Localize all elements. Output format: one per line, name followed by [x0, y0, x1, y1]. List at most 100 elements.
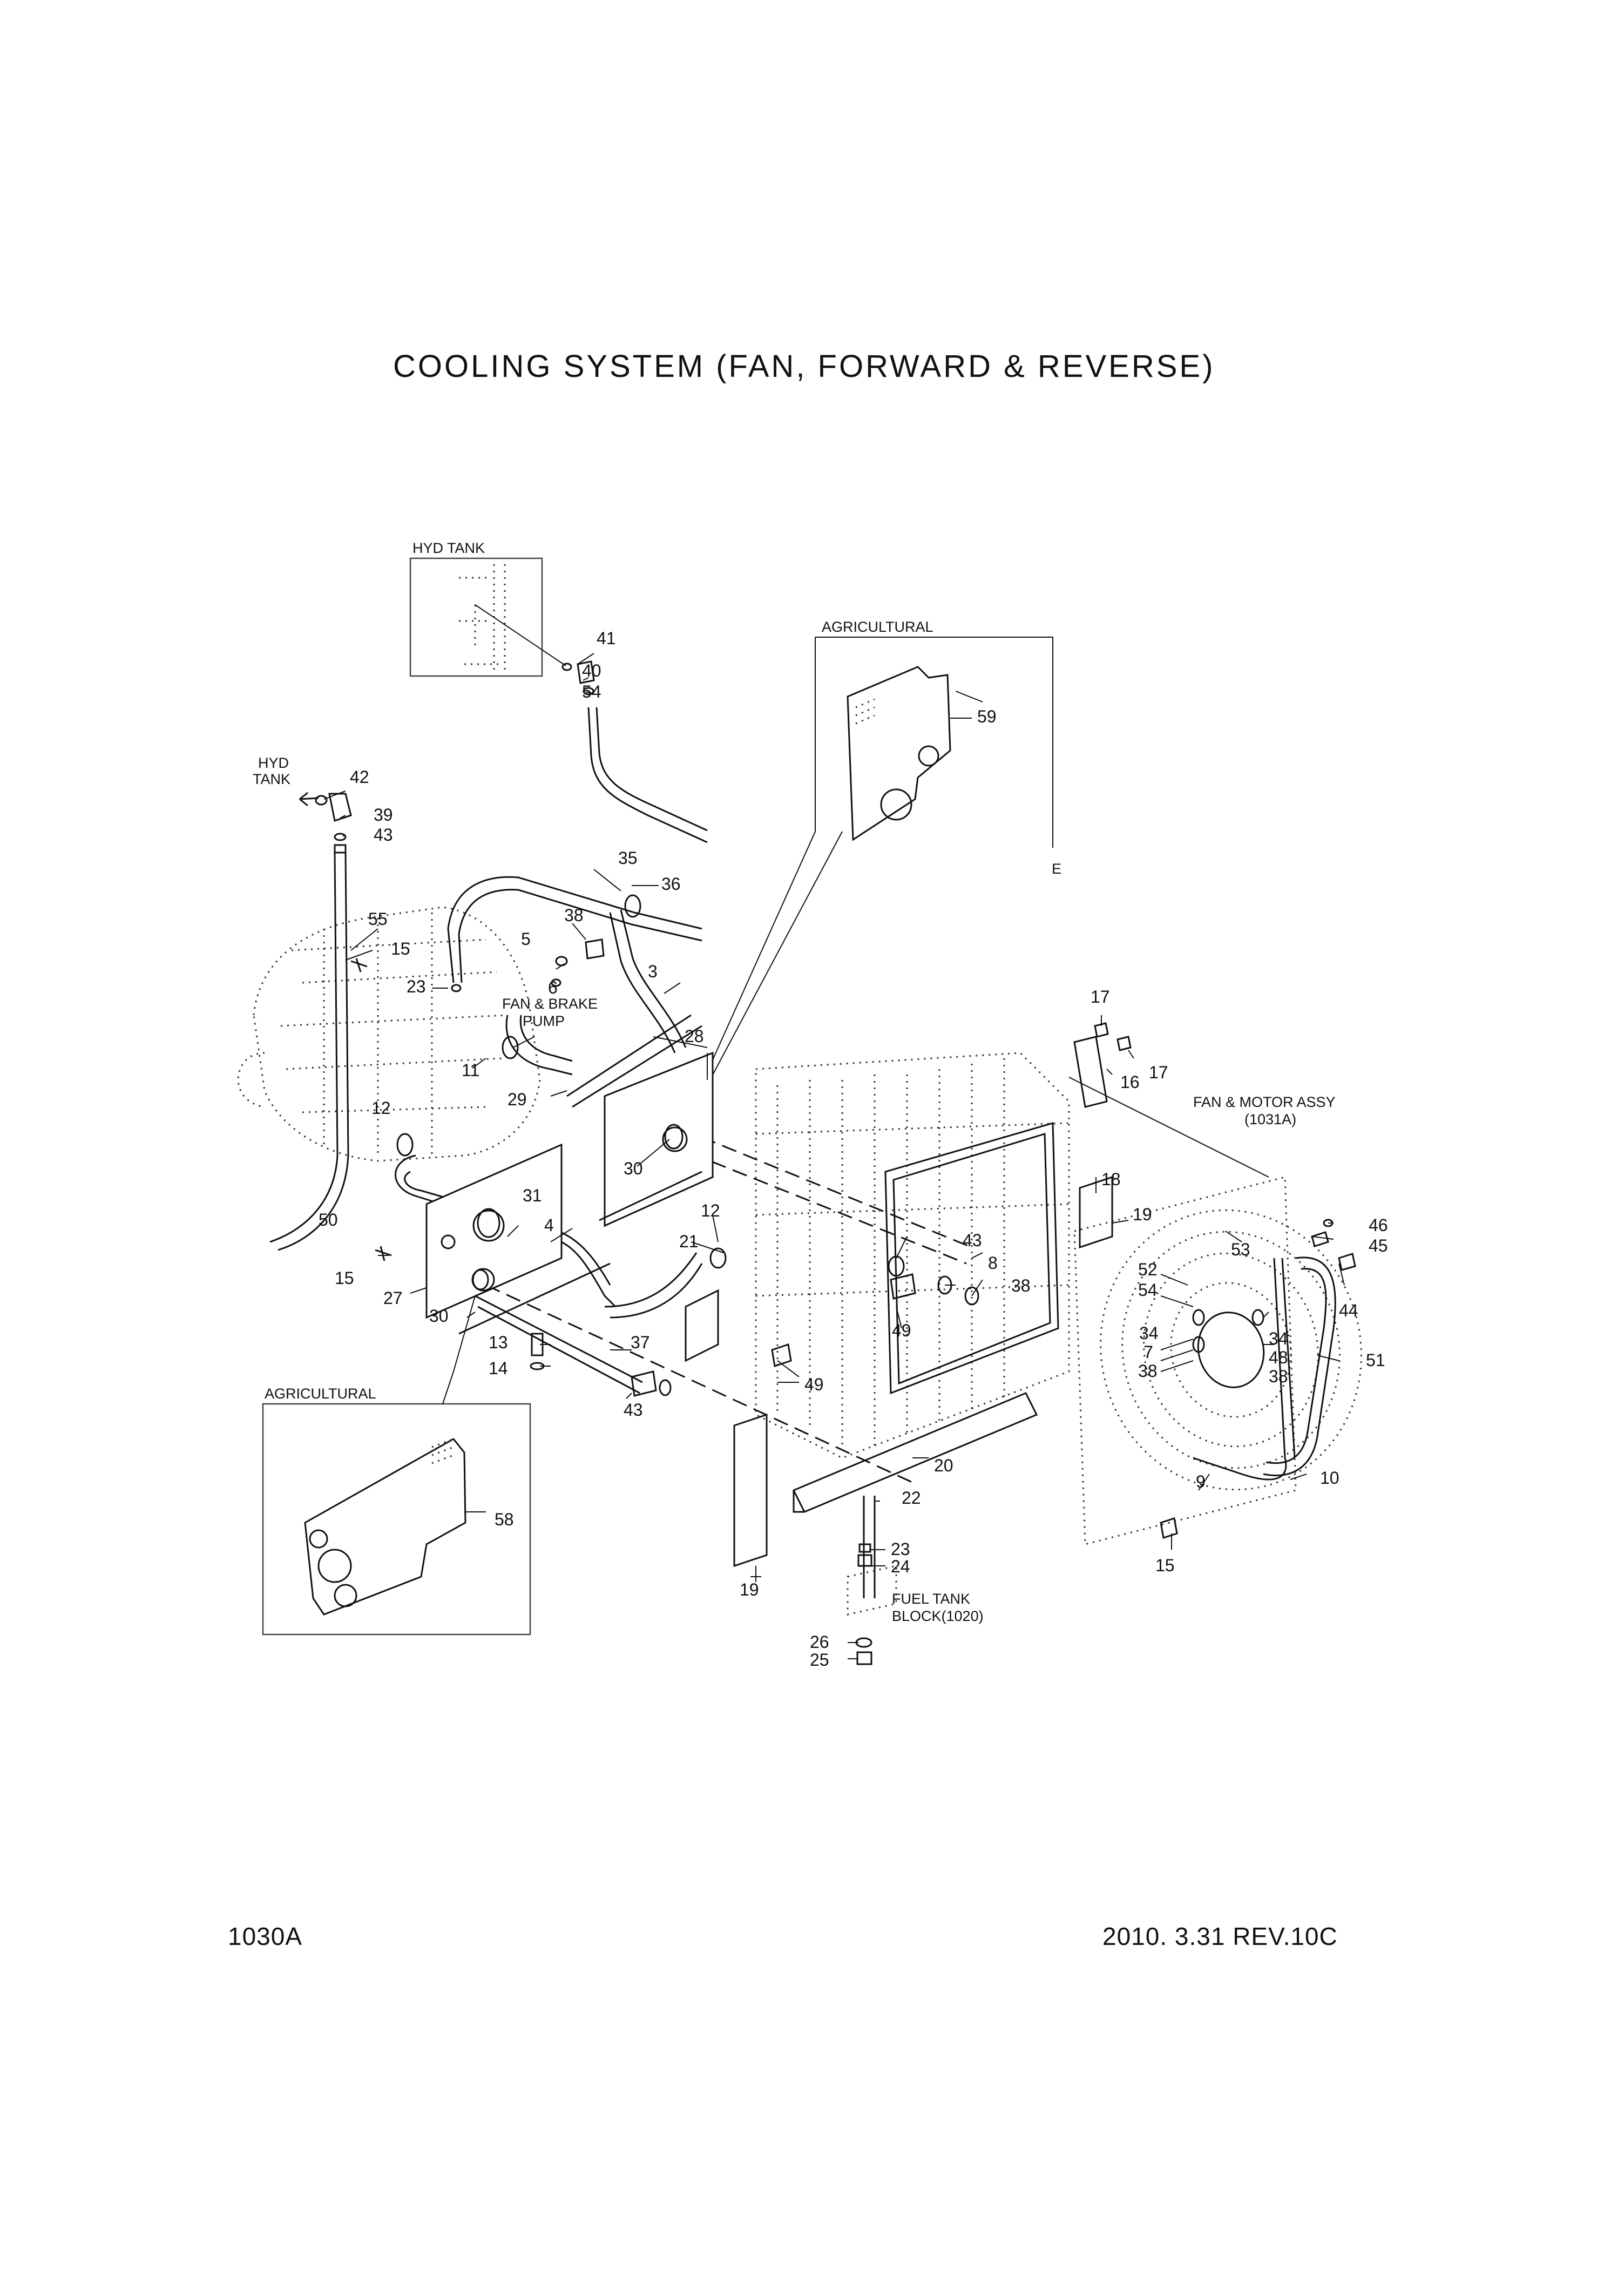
callout-37: 37	[631, 1333, 650, 1352]
hose-from-tank	[587, 707, 708, 843]
callout-49-b: 49	[804, 1375, 824, 1394]
fan-motor-label-line1: FAN & MOTOR ASSY	[1193, 1094, 1336, 1110]
callout-59: 59	[977, 707, 997, 726]
fuel-tank-block	[847, 1543, 897, 1665]
hose-3	[609, 909, 687, 1053]
bracket-plates	[425, 1051, 714, 1335]
callout-40: 40	[582, 661, 601, 680]
callout-7: 7	[1143, 1342, 1153, 1362]
callout-24: 24	[891, 1557, 910, 1576]
callout-14: 14	[489, 1359, 508, 1378]
text-labels: HYD TANK FAN & BRAKE PUMP FAN & MOTOR AS…	[253, 755, 1336, 1624]
callout-15-b: 15	[335, 1268, 354, 1288]
hyd-tank-label-line1: HYD	[258, 755, 289, 771]
callout-28: 28	[685, 1026, 704, 1046]
callout-43-a: 43	[963, 1231, 982, 1250]
callout-50: 50	[319, 1210, 338, 1229]
fuel-tank-label-line2: BLOCK(1020)	[892, 1608, 984, 1624]
callout-55: 55	[368, 909, 388, 929]
callout-53: 53	[1231, 1240, 1250, 1259]
callout-34-b: 34	[1269, 1329, 1288, 1348]
revision-date: 2010. 3.31 REV.10C	[1102, 1922, 1338, 1950]
seal-18	[884, 1122, 1059, 1395]
callout-23-b: 23	[891, 1539, 910, 1559]
fan-motor-label-line2: (1031A)	[1244, 1111, 1296, 1127]
pipe-28	[566, 1014, 702, 1108]
callout-43-b: 43	[624, 1400, 643, 1420]
engine-outline	[237, 906, 541, 1162]
callout-11: 11	[462, 1060, 479, 1080]
hose-50	[269, 853, 349, 1251]
callout-23-a: 23	[407, 977, 426, 996]
agricultural-bottom-inset: AGRICULTURAL	[262, 1295, 531, 1636]
callout-45: 45	[1369, 1236, 1388, 1255]
callout-12-b: 12	[701, 1201, 720, 1220]
page-code: 1030A	[228, 1922, 302, 1950]
fuel-tank-label-line1: FUEL TANK	[892, 1591, 970, 1607]
callout-19-b: 19	[740, 1580, 759, 1599]
callout-34-a: 34	[1139, 1323, 1159, 1343]
plate-27	[425, 1143, 563, 1319]
callout-35: 35	[618, 848, 638, 868]
hyd-tank-box-label: HYD TANK	[412, 540, 485, 556]
callout-42: 42	[350, 767, 369, 787]
callout-22: 22	[902, 1488, 921, 1508]
callout-26: 26	[810, 1632, 829, 1652]
callout-17-b: 17	[1149, 1063, 1168, 1082]
callout-29: 29	[508, 1090, 527, 1109]
callout-39: 39	[374, 805, 393, 825]
callout-13: 13	[489, 1333, 508, 1352]
callout-52: 52	[1138, 1260, 1158, 1279]
callout-3: 3	[648, 962, 658, 981]
callout-38-c: 38	[1269, 1367, 1288, 1386]
callout-27: 27	[383, 1288, 403, 1308]
hose-21	[604, 1252, 703, 1319]
pipe-37	[475, 1295, 643, 1394]
callout-38-b: 38	[1138, 1361, 1158, 1381]
callout-10: 10	[1320, 1468, 1339, 1488]
shield-plate-59	[847, 666, 951, 841]
callout-49-a: 49	[892, 1321, 911, 1340]
radiator-core	[685, 1052, 1113, 1598]
hose-35	[447, 876, 702, 983]
callout-51: 51	[1366, 1350, 1385, 1370]
hose-10	[1193, 1258, 1296, 1481]
callout-8: 8	[988, 1253, 998, 1273]
page-title: COOLING SYSTEM (FAN, FORWARD & REVERSE)	[393, 349, 1215, 384]
callout-12-a: 12	[371, 1098, 391, 1118]
plate-28	[604, 1051, 714, 1227]
callout-36: 36	[661, 874, 681, 894]
callout-44: 44	[1339, 1301, 1358, 1320]
callout-20: 20	[934, 1456, 953, 1475]
dashed-tube-lower	[485, 1284, 918, 1486]
agricultural-top-label: AGRICULTURAL	[822, 619, 933, 635]
callout-17-a: 17	[1091, 987, 1110, 1006]
callout-54-b: 54	[1138, 1280, 1158, 1300]
callout-54: 54	[582, 682, 601, 701]
post-19-right	[1079, 1175, 1113, 1249]
callout-30-a: 30	[624, 1159, 643, 1178]
callout-9: 9	[1196, 1472, 1206, 1491]
pump-label-line1: FAN & BRAKE	[502, 996, 598, 1012]
callout-38-a: 38	[1011, 1276, 1031, 1295]
leader-lines	[323, 653, 1345, 1659]
callout-16: 16	[1120, 1072, 1140, 1092]
callout-18: 18	[1101, 1170, 1121, 1189]
callout-58: 58	[495, 1510, 514, 1529]
fan-motor-assy	[1073, 1036, 1362, 1545]
callout-38: 38	[564, 906, 584, 925]
e-ref-label: E	[1052, 861, 1061, 877]
shield-plate-58	[304, 1438, 466, 1616]
agricultural-top-inset: AGRICULTURAL E	[707, 619, 1061, 1080]
dashed-tube-upper	[669, 1127, 972, 1265]
agricultural-bottom-label: AGRICULTURAL	[265, 1386, 376, 1402]
hyd-tank-label-line2: TANK	[253, 771, 290, 787]
callout-41: 41	[597, 629, 616, 648]
bracket-16	[1073, 1036, 1108, 1108]
callout-15-a: 15	[391, 939, 410, 958]
hyd-tank-inset: HYD TANK	[409, 540, 543, 677]
callout-46: 46	[1369, 1215, 1388, 1235]
callout-21: 21	[679, 1232, 699, 1251]
hoses	[269, 707, 972, 1486]
